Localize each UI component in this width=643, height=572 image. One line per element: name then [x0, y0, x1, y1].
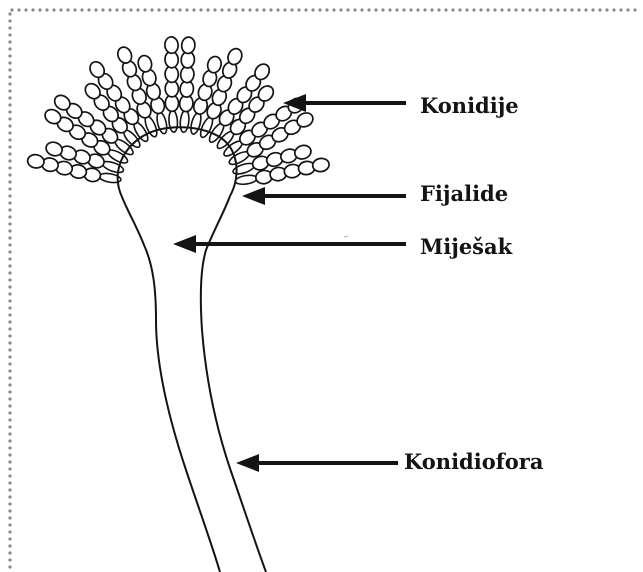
arrow-fijalide: [242, 187, 406, 205]
label-fijalide: Fijalide: [420, 183, 508, 204]
phialide: [235, 174, 258, 186]
label-konidije: Konidije: [420, 95, 519, 116]
conidiophore-right-wall: [201, 196, 266, 572]
arrow-konidiofora: [236, 454, 398, 472]
dotted-border: [10, 10, 640, 570]
conidium: [181, 37, 196, 55]
conidium: [312, 157, 330, 172]
speck: [344, 236, 348, 237]
label-mijesak: Miješak: [420, 236, 512, 257]
phialide: [168, 110, 178, 133]
label-konidiofora: Konidiofora: [404, 451, 543, 472]
phialide: [179, 110, 189, 133]
vesicle-and-conidiophore: [118, 127, 237, 572]
conidia-chains: [27, 36, 330, 184]
arrow-konidije: [283, 94, 406, 112]
conidium: [27, 153, 45, 169]
arrow-mijesak: [173, 235, 406, 253]
conidium: [164, 36, 178, 53]
